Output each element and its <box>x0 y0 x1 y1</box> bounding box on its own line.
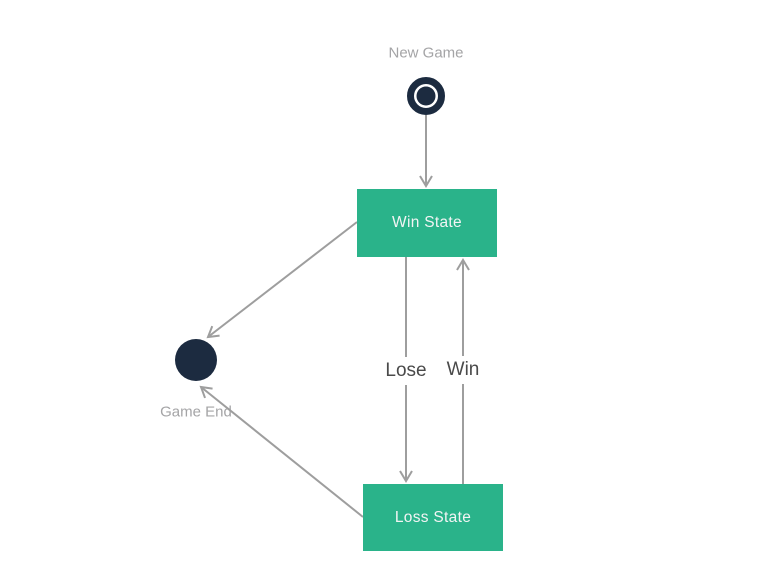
win-state-node[interactable]: Win State <box>357 189 497 257</box>
edge-win-to-end <box>206 221 358 339</box>
win-state-label: Win State <box>392 214 462 231</box>
win-edge-label: Win <box>441 356 485 384</box>
initial-state-node[interactable] <box>407 77 445 115</box>
initial-state-inner-dot-icon <box>416 86 436 106</box>
new-game-label: New Game <box>388 44 464 62</box>
game-end-label: Game End <box>160 403 232 421</box>
lose-edge-label: Lose <box>380 357 432 385</box>
loss-state-node[interactable]: Loss State <box>363 484 503 551</box>
edge-loss-to-end <box>199 385 364 518</box>
final-state-node[interactable] <box>175 339 217 381</box>
loss-state-label: Loss State <box>394 508 472 526</box>
